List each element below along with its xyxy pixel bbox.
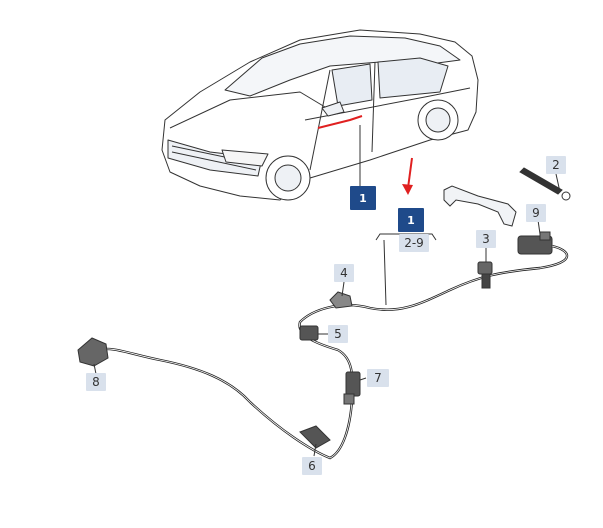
- callout-2[interactable]: 2: [546, 156, 566, 174]
- callout-8[interactable]: 8: [86, 373, 106, 391]
- connector-part-6: [299, 425, 331, 449]
- red-arrow-icon: [402, 157, 413, 195]
- callout-car-ref[interactable]: 1: [350, 186, 376, 210]
- plug-part-8: [77, 337, 109, 367]
- callout-4[interactable]: 4: [334, 264, 354, 282]
- callout-part-ref[interactable]: 1: [398, 208, 424, 232]
- grommet-part: [477, 261, 493, 289]
- connector-part-5: [299, 325, 319, 341]
- clip-part-4: [329, 291, 353, 309]
- holder-part-7: [343, 371, 361, 405]
- wiring-harness: [97, 244, 569, 460]
- callout-range[interactable]: 2-9: [399, 234, 429, 252]
- callout-6[interactable]: 6: [302, 457, 322, 475]
- range-leader-line: [383, 239, 387, 306]
- sensor-connector-part: [517, 231, 553, 255]
- callout-9[interactable]: 9: [526, 204, 546, 222]
- callout-leaders: [93, 173, 561, 457]
- callout-3[interactable]: 3: [476, 230, 496, 248]
- cable-tie-part: [519, 167, 571, 201]
- callout-7[interactable]: 7: [367, 369, 389, 387]
- door-handle-part: [443, 185, 517, 227]
- car-illustration: [161, 29, 479, 201]
- callout-5[interactable]: 5: [328, 325, 348, 343]
